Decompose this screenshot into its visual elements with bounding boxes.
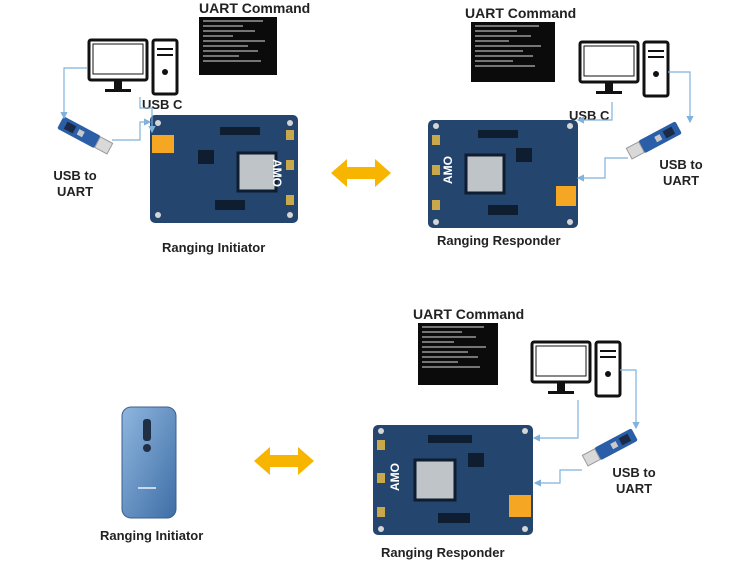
link-pc-to-dongle-top-left [60, 67, 87, 120]
caption-ranging-initiator-top: Ranging Initiator [162, 240, 266, 255]
usb-uart-label-bottom: USB to UART [612, 465, 656, 496]
uart-terminal-top-left [199, 17, 277, 75]
computer-icon-top-left [87, 38, 182, 98]
usb-uart-label-top-left: USB to UART [53, 168, 97, 199]
computer-icon-top-right [578, 40, 673, 100]
caption-ranging-responder-bottom: Ranging Responder [381, 545, 505, 560]
link-dongle-to-board-top-right [576, 157, 628, 182]
uart-terminal-top-right [471, 22, 555, 82]
usb-uart-dongle-bottom [578, 427, 640, 469]
usb-uart-dongle-top-right [622, 120, 684, 162]
ranging-board-top-right: AMO [428, 120, 578, 228]
link-pc-to-board-bottom [532, 400, 579, 442]
amo-logo-bottom: AMO [388, 463, 402, 491]
caption-ranging-initiator-bottom: Ranging Initiator [100, 528, 204, 543]
uart-command-title-bottom: UART Command [413, 306, 525, 322]
amo-logo-top-left: AMO [270, 159, 284, 187]
link-dongle-to-board-bottom [533, 469, 582, 487]
computer-icon-bottom [530, 340, 625, 400]
link-pc-to-dongle-top-right [668, 71, 694, 124]
link-usbc-top-right [576, 102, 613, 124]
uart-terminal-bottom [418, 323, 498, 385]
ranging-board-bottom: AMO [373, 425, 533, 535]
usb-uart-dongle-top-left [55, 115, 117, 157]
smartphone-image [120, 405, 178, 520]
double-arrow-bottom [254, 445, 314, 477]
double-arrow-top [331, 157, 391, 189]
link-pc-to-dongle-bottom [620, 369, 640, 430]
caption-ranging-responder-top: Ranging Responder [437, 233, 561, 248]
ranging-board-top-left: AMO [150, 115, 298, 223]
link-dongle-to-board-top-left [112, 118, 152, 141]
uart-command-title-top-left: UART Command [199, 0, 311, 16]
amo-logo-top-right: AMO [441, 156, 455, 184]
usb-uart-label-top-right: USB to UART [659, 157, 703, 188]
link-usbc-top-left [139, 97, 156, 134]
uart-command-title-top-right: UART Command [465, 5, 577, 21]
